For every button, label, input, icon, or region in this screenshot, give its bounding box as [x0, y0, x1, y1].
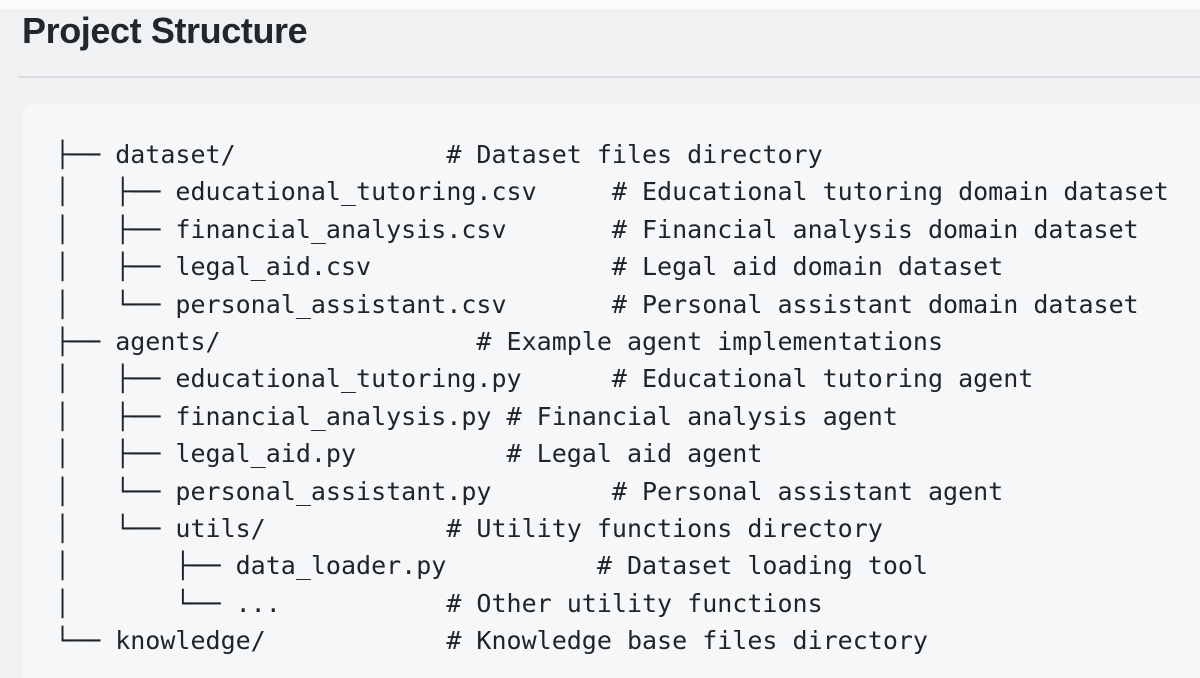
tree-line-ellipsis: │ └── ... # Other utility functions	[55, 588, 823, 618]
page-title: Project Structure	[22, 10, 308, 51]
top-edge-highlight	[0, 0, 1200, 9]
project-structure-code-block: ├── dataset/ # Dataset files directory │…	[22, 104, 1200, 678]
tree-line-knowledge-dir: └── knowledge/ # Knowledge base files di…	[55, 626, 928, 656]
tree-line-financial-analysis-csv: │ ├── financial_analysis.csv # Financial…	[55, 214, 1139, 244]
tree-line-legal-aid-py: │ ├── legal_aid.py # Legal aid agent	[55, 439, 763, 469]
tree-line-agents-dir: ├── agents/ # Example agent implementati…	[55, 327, 944, 357]
tree-line-financial-analysis-py: │ ├── financial_analysis.py # Financial …	[55, 401, 898, 431]
tree-line-personal-assistant-py: │ └── personal_assistant.py # Personal a…	[55, 476, 1004, 506]
tree-line-utils-dir: │ └── utils/ # Utility functions directo…	[55, 514, 883, 544]
tree-line-educational-tutoring-py: │ ├── educational_tutoring.py # Educatio…	[55, 364, 1034, 394]
tree-line-educational-tutoring-csv: │ ├── educational_tutoring.csv # Educati…	[55, 177, 1169, 207]
tree-line-personal-assistant-csv: │ └── personal_assistant.csv # Personal …	[55, 289, 1139, 319]
tree-line-dataset-dir: ├── dataset/ # Dataset files directory	[55, 140, 823, 169]
title-divider	[18, 76, 1200, 78]
tree-line-legal-aid-csv: │ ├── legal_aid.csv # Legal aid domain d…	[55, 252, 1004, 282]
tree-line-data-loader-py: │ ├── data_loader.py # Dataset loading t…	[55, 551, 928, 581]
